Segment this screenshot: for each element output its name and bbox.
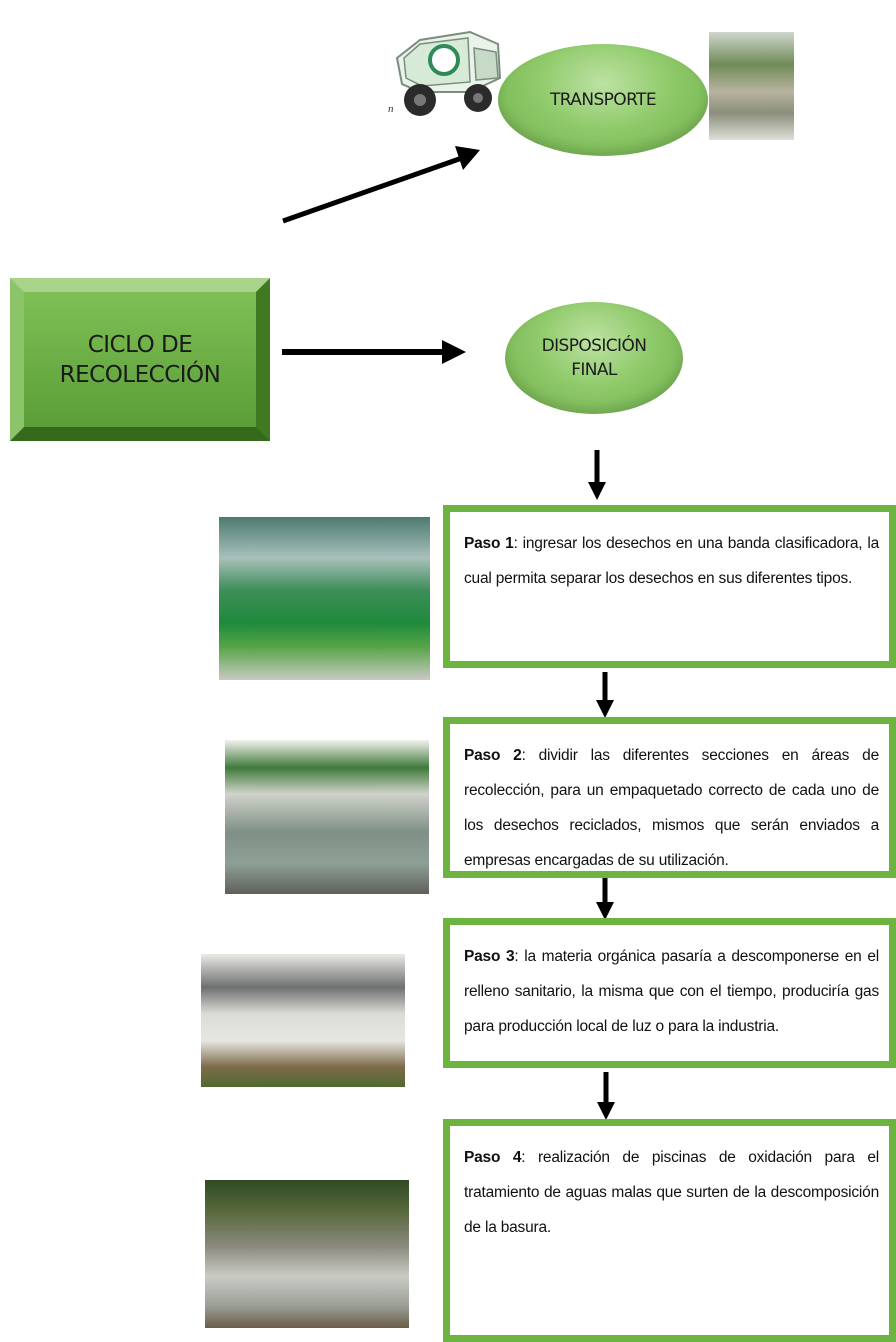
step-3-body: la materia orgánica pasaría a descompone… [464, 948, 879, 1035]
step-2-box: Paso 2: dividir las diferentes secciones… [443, 717, 896, 878]
step-4-heading: Paso 4 [464, 1149, 522, 1166]
disposicion-final-label: DISPOSICIÓN FINAL [541, 336, 647, 380]
step-1-box: Paso 1: ingresar los desechos en una ban… [443, 505, 896, 668]
step-4-body: realización de piscinas de oxidación par… [464, 1149, 880, 1236]
ciclo-recoleccion-box: CICLO DE RECOLECCIÓN [10, 278, 270, 441]
truck-caption: n [388, 103, 394, 115]
arrow-down-4 [597, 1072, 615, 1120]
disposicion-final-node: DISPOSICIÓN FINAL [505, 302, 683, 414]
compost-beds-photo [201, 954, 405, 1087]
arrow-to-transporte [282, 146, 480, 224]
transporte-node: TRANSPORTE [498, 44, 708, 156]
arrow-down-1 [588, 450, 606, 500]
arrow-to-disposicion [282, 340, 466, 364]
arrow-down-3 [596, 872, 614, 920]
step-1-heading: Paso 1 [464, 535, 514, 552]
step-3-sep: : [514, 948, 519, 965]
step-4-box: Paso 4: realización de piscinas de oxida… [443, 1119, 896, 1342]
step-2-heading: Paso 2 [464, 747, 522, 764]
step-4-text: Paso 4: realización de piscinas de oxida… [464, 1140, 879, 1245]
step-3-box: Paso 3: la materia orgánica pasaría a de… [443, 918, 896, 1068]
step-2-text: Paso 2: dividir las diferentes secciones… [464, 738, 879, 871]
recycling-truck-icon: n [388, 30, 502, 116]
step-4-sep: : [521, 1149, 526, 1166]
forest-photo [709, 32, 794, 140]
step-2-body: dividir las diferentes secciones en área… [464, 747, 879, 869]
transporte-label: TRANSPORTE [550, 90, 657, 110]
step-1-sep: : [513, 535, 518, 552]
step-3-text: Paso 3: la materia orgánica pasaría a de… [464, 939, 879, 1044]
ciclo-recoleccion-label: CICLO DE RECOLECCIÓN [59, 331, 221, 388]
sorting-belt-photo [219, 517, 430, 680]
step-1-text: Paso 1: ingresar los desechos en una ban… [464, 526, 879, 596]
step-3-heading: Paso 3 [464, 948, 515, 965]
oxidation-pool-photo [205, 1180, 409, 1328]
recycling-bales-photo [225, 740, 429, 894]
arrow-down-2 [596, 672, 614, 718]
step-2-sep: : [521, 747, 526, 764]
step-1-body: ingresar los desechos en una banda clasi… [464, 535, 879, 587]
